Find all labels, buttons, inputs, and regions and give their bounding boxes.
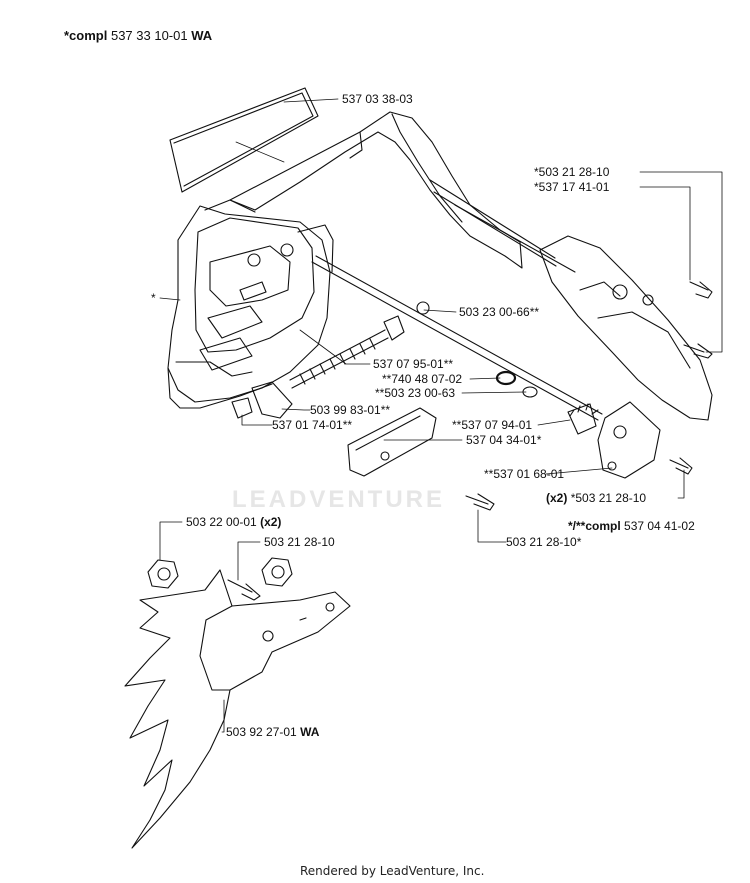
callout-537-01-74-01: 537 01 74-01** bbox=[272, 418, 353, 432]
callout-503-21-28-10: *503 21 28-10 bbox=[534, 165, 610, 179]
callout-503-21-28-10-star: 503 21 28-10* bbox=[506, 535, 582, 549]
footer-credit: Rendered by LeadVenture, Inc. bbox=[300, 864, 485, 878]
bumper-spike-part bbox=[124, 569, 351, 849]
callout-537-07-95-01: 537 07 95-01** bbox=[373, 357, 454, 371]
callout-star: * bbox=[151, 291, 156, 305]
callout-compl-537-04-41-02: */**compl 537 04 41-02 bbox=[568, 519, 695, 533]
callout-537-03-38-03: 537 03 38-03 bbox=[342, 92, 413, 106]
leader-lines bbox=[159, 98, 723, 733]
brake-band-housing-part bbox=[539, 235, 713, 421]
guide-plate-part bbox=[347, 407, 437, 477]
callout-503-21-28-10-lower: 503 21 28-10 bbox=[264, 535, 335, 549]
callout-503-23-00-66: 503 23 00-66** bbox=[459, 305, 540, 319]
sprocket-nut-part bbox=[231, 381, 293, 419]
screw-part bbox=[227, 281, 713, 601]
handguard-part bbox=[204, 111, 523, 269]
callout-537-07-94-01: **537 07 94-01 bbox=[452, 418, 533, 432]
clutch-cover-part bbox=[167, 205, 334, 409]
callout-503-23-00-63: **503 23 00-63 bbox=[375, 386, 456, 400]
callout-503-92-27-01: 503 92 27-01 WA bbox=[226, 725, 320, 739]
callout-537-17-41-01: *537 17 41-01 bbox=[534, 180, 610, 194]
assembly-title: *compl 537 33 10-01 WA bbox=[64, 28, 213, 43]
callout-503-99-83-01: 503 99 83-01** bbox=[310, 403, 391, 417]
brake-cover-part bbox=[597, 401, 661, 479]
callout-x2-503-21-28-10: (x2) *503 21 28-10 bbox=[546, 491, 647, 505]
callout-503-22-00-01: 503 22 00-01 (x2) bbox=[186, 515, 282, 529]
callout-740-48-07-02: **740 48 07-02 bbox=[382, 372, 463, 386]
callout-537-01-68-01: **537 01 68-01 bbox=[484, 467, 565, 481]
decal-plate-part bbox=[169, 87, 319, 193]
tensioner-screw-part bbox=[289, 315, 405, 389]
tie-rod-part bbox=[311, 179, 603, 421]
watermark: LEADVENTURE bbox=[232, 486, 446, 513]
callout-537-04-34-01: 537 04 34-01* bbox=[466, 433, 542, 447]
nut-part bbox=[147, 557, 293, 589]
tensioner-gear-part bbox=[567, 403, 599, 435]
washer-part bbox=[416, 301, 430, 315]
